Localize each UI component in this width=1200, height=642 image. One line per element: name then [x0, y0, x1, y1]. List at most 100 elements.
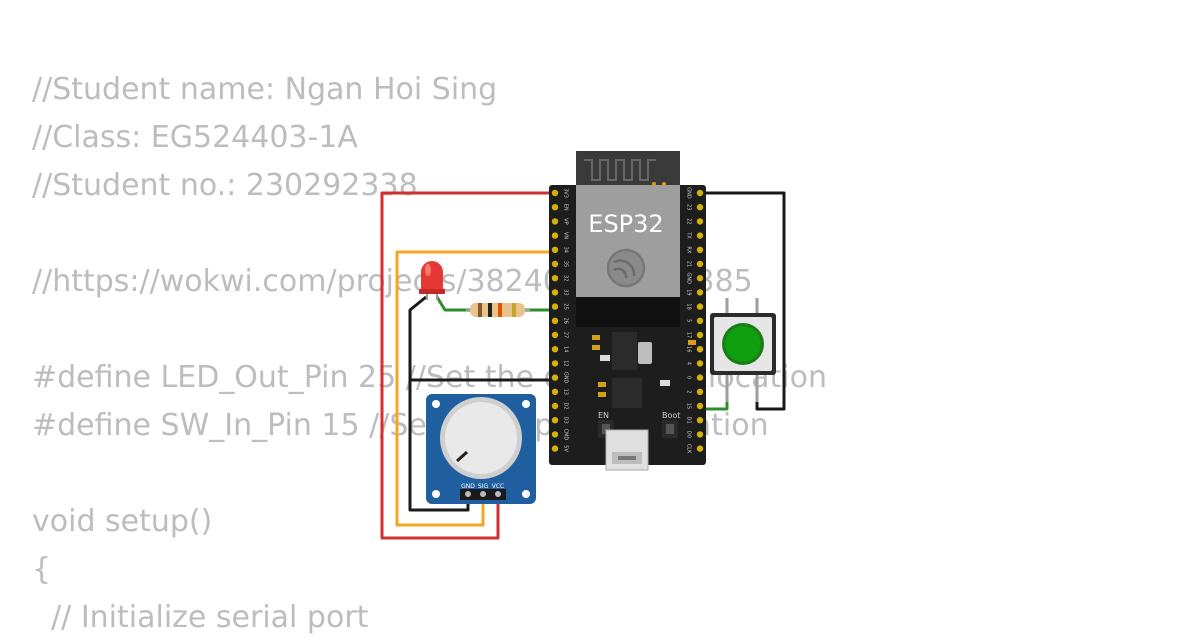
pin-25[interactable]	[551, 303, 559, 310]
pin-16[interactable]	[696, 346, 704, 353]
pin-label: D3	[563, 417, 569, 424]
potentiometer[interactable]: GND SIG VCC	[426, 394, 536, 504]
left-pin-header: 3V3ENVPVN343532332526271412GND13D2D3CMD5…	[551, 188, 569, 452]
pin-label: CMD	[563, 429, 569, 441]
pot-gnd-label: GND	[461, 483, 475, 490]
pin-label: 0	[686, 376, 692, 379]
pin-label: 21	[686, 261, 692, 267]
pin-gnd[interactable]	[696, 189, 704, 197]
wire-led-anode-to-resistor[interactable]	[435, 296, 470, 312]
boot-label: Boot	[662, 411, 680, 420]
code-line: {	[32, 552, 52, 587]
wire-pin15-to-button[interactable]	[700, 400, 729, 411]
pin-label: TX	[686, 231, 692, 239]
pin-12[interactable]	[551, 360, 559, 367]
pin-en[interactable]	[551, 204, 559, 211]
pin-label: 4	[686, 362, 692, 365]
esp32-label: ESP32	[588, 210, 663, 238]
pin-22[interactable]	[696, 218, 704, 225]
pin-label: 12	[563, 360, 569, 366]
pin-d2[interactable]	[551, 402, 559, 410]
pin-35[interactable]	[551, 260, 559, 268]
pot-sig-label: SIG	[478, 483, 489, 490]
pin-vn[interactable]	[551, 232, 559, 239]
pin-19[interactable]	[696, 289, 704, 296]
pin-33[interactable]	[551, 289, 559, 296]
pin-clk[interactable]	[696, 445, 704, 452]
pin-d1[interactable]	[696, 417, 704, 424]
pin-label: 15	[686, 403, 692, 409]
pin-label: 22	[686, 218, 692, 224]
pin-27[interactable]	[551, 331, 559, 339]
code-line: //Class: EG524403-1A	[32, 120, 358, 155]
wire-3v3-to-pot-vcc[interactable]	[380, 191, 555, 540]
pin-label: GND	[686, 272, 692, 284]
pin-label: 19	[686, 289, 692, 295]
resistor[interactable]	[466, 303, 530, 317]
pin-rx[interactable]	[696, 246, 704, 253]
pin-17[interactable]	[696, 331, 704, 339]
pin-label: 14	[563, 346, 569, 352]
pin-32[interactable]	[551, 275, 559, 282]
pin-label: RX	[686, 246, 692, 253]
pin-label: 26	[563, 318, 569, 324]
pin-26[interactable]	[551, 317, 559, 324]
pin-cmd[interactable]	[551, 431, 559, 438]
pin-13[interactable]	[551, 388, 559, 395]
pin-vp[interactable]	[551, 218, 559, 225]
pin-label: GND	[686, 187, 692, 199]
espressif-logo-icon	[606, 248, 646, 288]
pin-label: 32	[563, 275, 569, 281]
wire-right-gnd-to-button[interactable]	[700, 191, 786, 411]
en-label: EN	[598, 411, 609, 420]
red-led[interactable]	[419, 261, 445, 300]
pin-label: 27	[563, 332, 569, 338]
pin-label: 25	[563, 303, 569, 309]
pin-21[interactable]	[696, 260, 704, 268]
code-line: //Student no.: 230292338	[32, 168, 418, 203]
pin-2[interactable]	[696, 388, 704, 395]
pin-label: GND	[563, 372, 569, 384]
code-line: void setup()	[32, 504, 213, 539]
pin-5v[interactable]	[551, 445, 559, 452]
pin-label: 34	[563, 247, 569, 253]
pin-label: D1	[686, 417, 692, 424]
pin-label: 18	[686, 303, 692, 309]
usb-port[interactable]	[605, 429, 649, 471]
pin-d0[interactable]	[696, 431, 704, 438]
pin-label: 5V	[563, 445, 569, 452]
wire-led-cathode-to-gnd[interactable]	[408, 295, 427, 380]
pin-label: 33	[563, 289, 569, 295]
pin-0[interactable]	[696, 374, 704, 381]
pin-14[interactable]	[551, 346, 559, 353]
pin-3v3[interactable]	[551, 189, 559, 197]
pin-label: 5	[686, 319, 692, 322]
pin-label: CLK	[686, 444, 692, 454]
pin-label: 16	[686, 346, 692, 352]
pin-18[interactable]	[696, 303, 704, 310]
boot-button[interactable]	[662, 420, 678, 438]
pin-gnd[interactable]	[551, 374, 559, 381]
pin-label: 35	[563, 261, 569, 267]
pin-15[interactable]	[696, 402, 704, 410]
pin-tx[interactable]	[696, 232, 704, 239]
pin-label: VP	[563, 218, 569, 224]
code-line: //Student name: Ngan Hoi Sing	[32, 72, 498, 107]
pin-gnd[interactable]	[696, 275, 704, 282]
pin-label: 2	[686, 390, 692, 393]
wire-pin34-to-pot-sig[interactable]	[395, 250, 555, 527]
pin-label: 23	[686, 204, 692, 210]
pin-34[interactable]	[551, 246, 559, 253]
code-line: // Initialize serial port	[32, 600, 369, 635]
pin-label: D0	[686, 431, 692, 438]
pot-vcc-label: VCC	[492, 483, 504, 490]
pin-5[interactable]	[696, 317, 704, 324]
pin-4[interactable]	[696, 360, 704, 367]
pin-23[interactable]	[696, 204, 704, 211]
pin-label: 13	[563, 389, 569, 395]
pin-d3[interactable]	[551, 417, 559, 424]
push-button[interactable]	[710, 298, 776, 402]
